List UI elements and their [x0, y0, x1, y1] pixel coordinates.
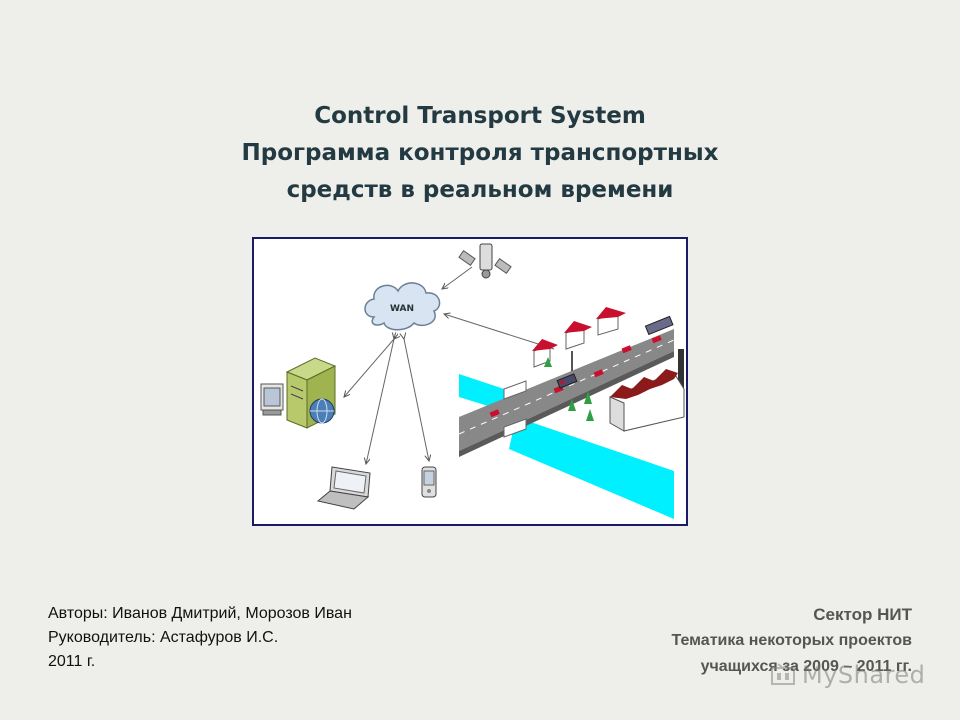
title-line-1: Control Transport System: [314, 103, 646, 129]
sector-years: учащихся за 2009 – 2011 гг.: [700, 658, 912, 675]
satellite-icon: [458, 243, 512, 279]
house-icon: [532, 307, 626, 368]
globe-icon: [309, 398, 335, 424]
connection-arrows: [344, 266, 555, 464]
wan-cloud: WAN: [364, 282, 441, 331]
train-icon: [644, 315, 674, 336]
year-line: 2011 г.: [48, 653, 96, 670]
wan-label: WAN: [390, 304, 414, 314]
title-line-3: средств в реальном времени: [286, 177, 674, 203]
authors-block: Авторы: Иванов Дмитрий, Морозов Иван Рук…: [48, 602, 352, 674]
train-icon: [556, 373, 578, 389]
tree-icon: [544, 357, 594, 421]
river: [459, 374, 674, 519]
sector-subtitle: Тематика некоторых проектов: [671, 632, 912, 649]
supervisor-line: Руководитель: Астафуров И.С.: [48, 629, 279, 646]
transport-diagram: WAN: [252, 237, 688, 526]
title-line-2: Программа контроля транспортных: [241, 140, 719, 166]
watermark-text: MyShared: [802, 661, 926, 689]
watermark-logo: MyShared: [770, 660, 930, 690]
phone-icon: [421, 466, 437, 498]
factory-icon: [609, 349, 685, 432]
authors-line: Авторы: Иванов Дмитрий, Морозов Иван: [48, 605, 352, 622]
sector-block: Сектор НИТ Тематика некоторых проектов у…: [672, 602, 912, 680]
road: [458, 329, 675, 457]
shared-logo-icon: [771, 663, 795, 685]
slide-title: Control Transport System Программа контр…: [0, 98, 960, 209]
laptop-icon: [316, 466, 371, 510]
sector-title: Сектор НИТ: [813, 605, 912, 624]
